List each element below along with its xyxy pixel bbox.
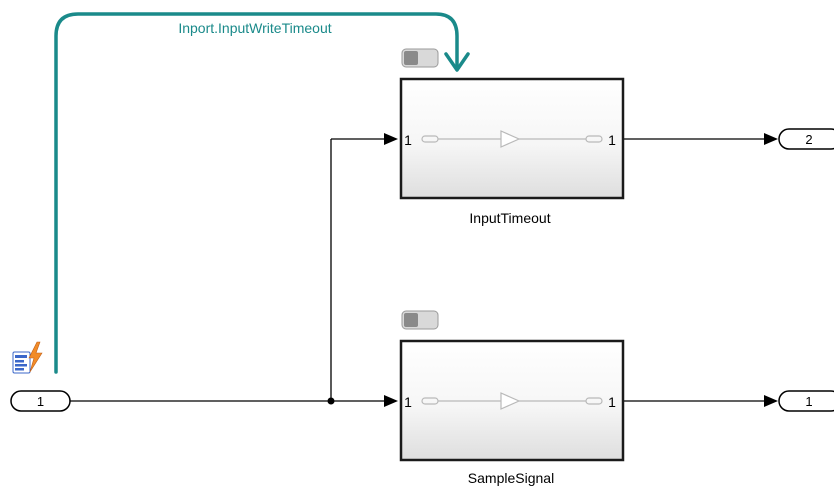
arrowhead-outport-2	[764, 133, 778, 145]
signal-line-inport-branch[interactable]	[70, 138, 384, 402]
input-timeout-in-port-label: 1	[404, 132, 412, 148]
inport-event-icon	[12, 341, 43, 374]
sample-signal-inner-glyph	[421, 392, 603, 410]
event-arrowhead	[444, 52, 470, 72]
sample-signal-toggle-icon[interactable]	[401, 310, 439, 330]
outport-number: 1	[805, 394, 812, 409]
branch-point	[327, 397, 335, 405]
sample-signal-out-port-label: 1	[608, 394, 616, 410]
inport-block-1[interactable]: 1	[10, 390, 71, 412]
input-timeout-inner-glyph	[421, 130, 603, 148]
arrowhead-sample-signal-in	[384, 395, 398, 407]
input-timeout-block-name[interactable]: InputTimeout	[469, 210, 550, 226]
arrowhead-input-timeout-in	[384, 133, 398, 145]
outport-number: 2	[805, 132, 812, 147]
input-timeout-out-port-label: 1	[608, 132, 616, 148]
sample-signal-block-name[interactable]: SampleSignal	[468, 470, 554, 486]
event-connection[interactable]	[54, 12, 470, 374]
arrowhead-outport-1	[764, 395, 778, 407]
inport-number: 1	[37, 394, 44, 409]
sample-signal-block[interactable]	[399, 339, 625, 462]
event-connection-label: Inport.InputWriteTimeout	[178, 20, 331, 36]
sample-signal-in-port-label: 1	[404, 394, 412, 410]
outport-block-1[interactable]: 1	[778, 390, 834, 412]
outport-block-2[interactable]: 2	[778, 128, 834, 150]
input-timeout-toggle-icon[interactable]	[401, 48, 439, 68]
input-timeout-block[interactable]	[399, 77, 625, 200]
